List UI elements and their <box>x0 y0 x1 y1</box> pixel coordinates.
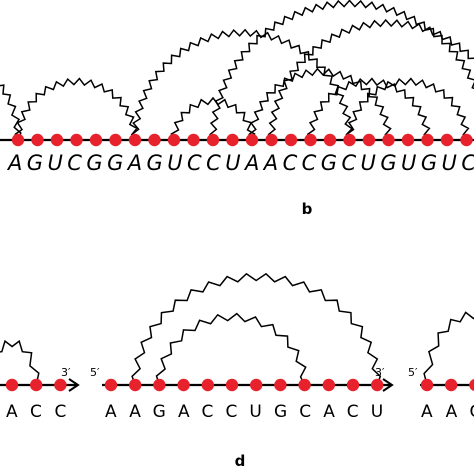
base-pair-arc <box>0 339 40 386</box>
base-pair-arc <box>345 77 470 141</box>
nucleotide-dot <box>346 378 360 392</box>
nucleotide-dot <box>153 378 166 392</box>
panel-b-sequence: AGUCGGAGUCCUAACCGCUGUGUC <box>6 151 474 175</box>
base-pair-arc <box>267 18 474 141</box>
strand-sequence-text: ACC <box>6 402 66 422</box>
strand-sequence-text: AAC <box>421 402 474 422</box>
panel-b-label: b <box>302 200 313 218</box>
nucleotide-dot <box>201 378 214 392</box>
nucleotide-dot <box>322 378 335 392</box>
base-pair-arc <box>155 312 307 386</box>
strand-sequence-text: AAGACCUGCACU <box>105 402 383 422</box>
nucleotide-dot <box>206 133 220 147</box>
nucleotide-dot <box>274 378 287 392</box>
nucleotide-dot <box>460 133 473 147</box>
nucleotide-dot <box>343 133 356 147</box>
nucleotide-dot <box>245 133 259 147</box>
nucleotide-dot <box>265 133 278 147</box>
nucleotide-dot <box>104 378 118 392</box>
nucleotide-dot <box>371 378 384 392</box>
panel-d-label: d <box>235 452 246 470</box>
panel-b-sequence-text: AGUCGGAGUCCUAACCGCUGUGUC <box>6 151 474 175</box>
five-prime-label: 5′ <box>408 366 418 379</box>
three-prime-label: 3′ <box>375 366 385 379</box>
nucleotide-dot <box>167 133 181 147</box>
base-pair-arc <box>170 96 256 141</box>
nucleotide-dot <box>31 133 44 147</box>
nucleotide-dot <box>5 378 19 392</box>
panel-b-nucleotides <box>11 133 473 147</box>
nucleotide-dot <box>421 133 434 147</box>
nucleotide-dot <box>54 378 67 392</box>
strand-arrowhead <box>68 378 80 392</box>
base-pair-arc <box>0 84 22 141</box>
panel-d-arcs <box>0 272 474 386</box>
five-prime-label: 5′ <box>90 366 100 379</box>
nucleotide-dot <box>50 133 64 147</box>
base-pair-arc <box>423 311 474 386</box>
nucleotide-dot <box>323 133 337 147</box>
nucleotide-dot <box>89 133 103 147</box>
panel-b-arcs <box>0 0 474 141</box>
base-pair-arc <box>209 0 474 141</box>
nucleotide-dot <box>362 133 376 147</box>
nucleotide-dot <box>30 378 43 392</box>
nucleotide-dot <box>109 133 122 147</box>
base-pair-arc <box>248 67 392 141</box>
strand-arrowhead <box>382 378 394 392</box>
nucleotide-dot <box>187 133 200 147</box>
nucleotide-dot <box>401 133 415 147</box>
nucleotide-dot <box>128 133 142 147</box>
three-prime-label: 3′ <box>61 366 71 379</box>
nucleotide-dot <box>226 133 239 147</box>
nucleotide-dot <box>445 378 458 392</box>
nucleotide-dot <box>177 378 190 392</box>
nucleotide-dot <box>420 378 434 392</box>
panel-d-sequence: ACC AAGACCUGCACU AAC <box>6 402 474 422</box>
nucleotide-dot <box>225 378 239 392</box>
nucleotide-dot <box>304 133 317 147</box>
nucleotide-dot <box>70 133 83 147</box>
nucleotide-dot <box>469 378 474 392</box>
panel-b: AGUCGGAGUCCUAACCGCUGUGUC b <box>0 0 474 218</box>
base-pair-arc <box>131 28 354 141</box>
nucleotide-dot <box>148 133 161 147</box>
nucleotide-dot <box>129 378 142 392</box>
panel-d-strand-ends: 3′ 5′ 3′ 5′ <box>61 366 418 379</box>
nucleotide-dot <box>250 378 263 392</box>
base-pair-arc <box>306 77 431 141</box>
nucleotide-dot <box>298 378 311 392</box>
panel-d-nucleotides <box>5 378 474 392</box>
base-pair-arc <box>14 77 139 141</box>
nucleotide-dot <box>11 133 25 147</box>
base-pair-arc <box>131 272 382 386</box>
nucleotide-dot <box>440 133 454 147</box>
panel-d: ACC AAGACCUGCACU AAC 3′ 5′ 3′ 5′ d <box>0 272 474 470</box>
nucleotide-dot <box>284 133 298 147</box>
nucleotide-dot <box>382 133 395 147</box>
